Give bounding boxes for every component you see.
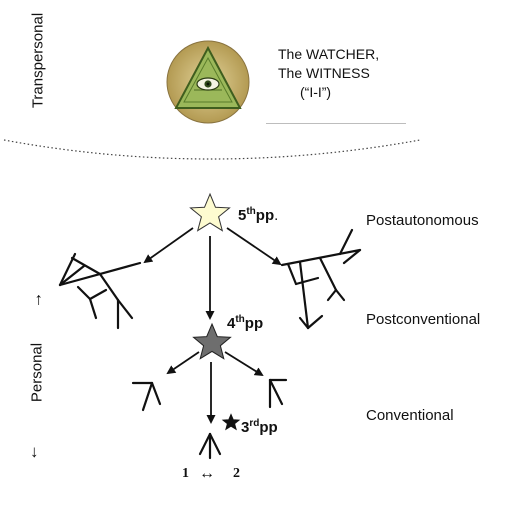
third-pp-label: 3rdpp xyxy=(241,418,278,436)
watcher-text: The WATCHER, The WITNESS (“I-I”) xyxy=(278,45,398,102)
postconventional-label: Postconventional xyxy=(366,311,481,328)
personal-down-arrow: ↓ xyxy=(30,442,39,461)
transpersonal-divider xyxy=(3,139,421,160)
third-pp-star-icon xyxy=(221,413,241,431)
arrow-5th-right xyxy=(226,227,282,266)
conventional-forks xyxy=(131,378,288,460)
fifth-pp-star-icon xyxy=(189,192,231,232)
right-branch-cluster xyxy=(280,228,362,330)
watcher-line-3: (“I-I”) xyxy=(300,84,332,100)
bottom-number-one: 1 xyxy=(182,466,189,481)
eye-of-providence-icon xyxy=(166,40,250,124)
arrow-5th-left xyxy=(143,227,194,264)
postautonomous-label: Postautonomous xyxy=(366,212,479,229)
bottom-bidirectional-arrow: ↔ xyxy=(199,465,215,482)
fourth-pp-star-icon xyxy=(192,322,232,360)
watcher-underline xyxy=(266,123,406,124)
watcher-line-2: The WITNESS xyxy=(278,65,370,81)
conventional-label: Conventional xyxy=(366,407,454,424)
left-branch-cluster xyxy=(58,252,142,330)
arrow-4th-right xyxy=(224,351,264,377)
arrow-4th-left xyxy=(166,351,200,375)
fourth-pp-label: 4thpp xyxy=(227,314,264,332)
watcher-line-1: The WATCHER, xyxy=(278,46,380,62)
fifth-pp-label: 5thpp. xyxy=(238,206,279,224)
bottom-number-two: 2 xyxy=(233,466,240,481)
